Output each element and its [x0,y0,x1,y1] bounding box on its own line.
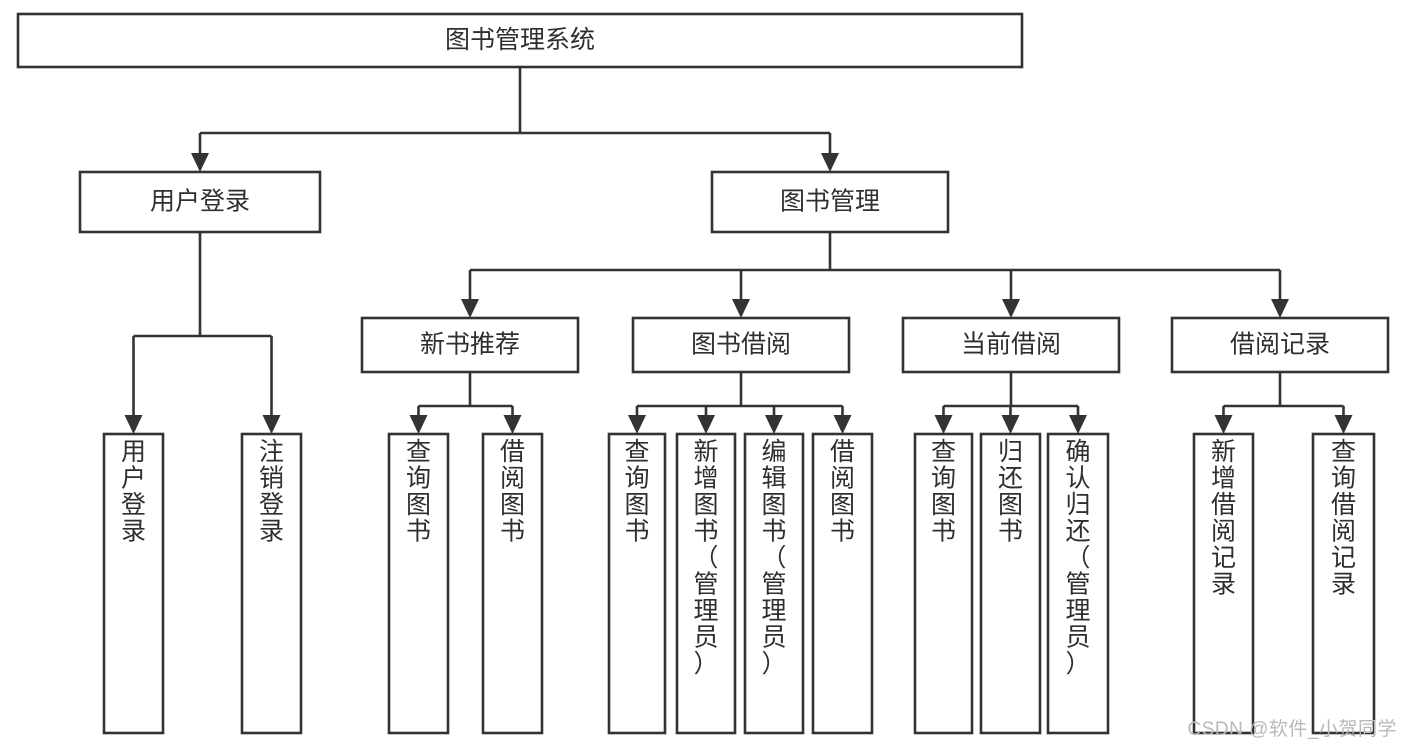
node-new-book-recommend[interactable]: 新书推荐 [360,316,580,374]
node-leaf-user-login[interactable]: 用户登录 [102,432,165,735]
node-root[interactable]: 图书管理系统 [16,12,1024,69]
edge-arrow-leaf-borrow-book [833,415,852,434]
edge-arrow-leaf-borrow-book-recommend [503,415,522,434]
node-label-borrow-record: 借阅记录 [1230,331,1330,359]
node-label-leaf-query-book-borrow: 查询图书 [624,438,649,546]
edge-arrow-leaf-query-book-recommend [409,415,428,434]
edge-group-book-manage [461,232,1289,318]
edge-arrow-borrow-record [1271,299,1289,318]
node-label-user-login: 用户登录 [150,188,250,216]
node-leaf-query-book-recommend[interactable]: 查询图书 [387,432,450,735]
node-box-current-borrow [901,316,1121,374]
node-leaf-edit-book-admin[interactable]: 编辑图书（管理员） [743,432,805,735]
node-box-leaf-query-book-borrow [607,432,667,735]
edges-layer [124,67,1353,434]
node-box-leaf-borrow-book [811,432,874,735]
node-box-leaf-edit-book-admin [743,432,805,735]
node-user-login[interactable]: 用户登录 [78,170,322,234]
node-box-leaf-return-book [979,432,1042,735]
edge-arrow-book-borrow [732,299,750,318]
edge-group-root [191,67,839,172]
node-label-leaf-query-borrow-record: 查询借阅记录 [1331,438,1356,599]
node-leaf-add-borrow-record[interactable]: 新增借阅记录 [1192,432,1255,735]
edge-arrow-leaf-query-book-borrow [628,415,646,434]
node-box-leaf-add-book-admin [675,432,737,735]
edge-group-current-borrow [934,372,1087,434]
node-leaf-logout-login[interactable]: 注销登录 [240,432,303,735]
node-label-leaf-logout-login: 注销登录 [259,438,284,546]
node-box-new-book-recommend [360,316,580,374]
edge-group-new-book-recommend [409,372,522,434]
edge-arrow-leaf-edit-book-admin [765,415,783,434]
edge-arrow-leaf-add-book-admin [697,415,715,434]
node-box-leaf-borrow-book-recommend [481,432,544,735]
node-box-leaf-query-book-current [913,432,974,735]
edge-arrow-leaf-confirm-return-admin [1069,415,1087,434]
edge-arrow-book-manage [821,153,839,172]
node-leaf-confirm-return-admin[interactable]: 确认归还（管理员） [1046,432,1110,735]
node-leaf-return-book[interactable]: 归还图书 [979,432,1042,735]
node-label-root: 图书管理系统 [445,26,595,54]
node-label-leaf-edit-book-admin: 编辑图书（管理员） [761,438,786,678]
node-box-leaf-query-book-recommend [387,432,450,735]
node-box-leaf-confirm-return-admin [1046,432,1110,735]
node-leaf-borrow-book-recommend[interactable]: 借阅图书 [481,432,544,735]
node-leaf-query-book-borrow[interactable]: 查询图书 [607,432,667,735]
node-box-book-borrow [631,316,851,374]
node-label-leaf-borrow-book-recommend: 借阅图书 [500,438,525,546]
node-borrow-record[interactable]: 借阅记录 [1170,316,1390,374]
node-label-leaf-confirm-return-admin: 确认归还（管理员） [1065,438,1090,678]
node-box-leaf-query-borrow-record [1311,432,1376,735]
node-label-book-borrow: 图书借阅 [691,331,791,359]
edge-arrow-user-login [191,153,209,172]
node-label-current-borrow: 当前借阅 [961,331,1061,359]
edge-arrow-leaf-add-borrow-record [1214,415,1233,434]
node-book-manage[interactable]: 图书管理 [710,170,950,234]
node-label-leaf-add-borrow-record: 新增借阅记录 [1211,438,1236,599]
edge-group-borrow-record [1214,372,1353,434]
node-label-leaf-add-book-admin: 新增图书（管理员） [693,438,718,678]
nodes-layer: 图书管理系统用户登录图书管理新书推荐图书借阅当前借阅借阅记录用户登录注销登录查询… [16,12,1390,735]
edge-arrow-current-borrow [1002,299,1020,318]
node-current-borrow[interactable]: 当前借阅 [901,316,1121,374]
edge-arrow-leaf-logout-login [262,415,281,434]
node-box-user-login [78,170,322,234]
node-box-root [16,12,1024,69]
node-leaf-query-borrow-record[interactable]: 查询借阅记录 [1311,432,1376,735]
edge-arrow-leaf-query-borrow-record [1334,415,1353,434]
edge-group-book-borrow [628,372,852,434]
node-label-book-manage: 图书管理 [780,188,880,216]
node-label-leaf-user-login: 用户登录 [121,438,146,546]
node-box-leaf-add-borrow-record [1192,432,1255,735]
node-book-borrow[interactable]: 图书借阅 [631,316,851,374]
edge-group-user-login [124,232,281,434]
node-label-new-book-recommend: 新书推荐 [420,331,520,359]
edge-arrow-new-book-recommend [461,299,479,318]
node-label-leaf-query-book-recommend: 查询图书 [406,438,431,546]
node-label-leaf-borrow-book: 借阅图书 [830,438,855,546]
node-box-book-manage [710,170,950,234]
edge-arrow-leaf-query-book-current [934,415,953,434]
node-label-leaf-return-book: 归还图书 [998,438,1023,546]
node-leaf-borrow-book[interactable]: 借阅图书 [811,432,874,735]
node-box-leaf-user-login [102,432,165,735]
node-label-leaf-query-book-current: 查询图书 [931,438,956,546]
node-leaf-query-book-current[interactable]: 查询图书 [913,432,974,735]
edge-arrow-leaf-user-login [124,415,143,434]
node-box-borrow-record [1170,316,1390,374]
node-leaf-add-book-admin[interactable]: 新增图书（管理员） [675,432,737,735]
edge-arrow-leaf-return-book [1001,415,1020,434]
node-box-leaf-logout-login [240,432,303,735]
